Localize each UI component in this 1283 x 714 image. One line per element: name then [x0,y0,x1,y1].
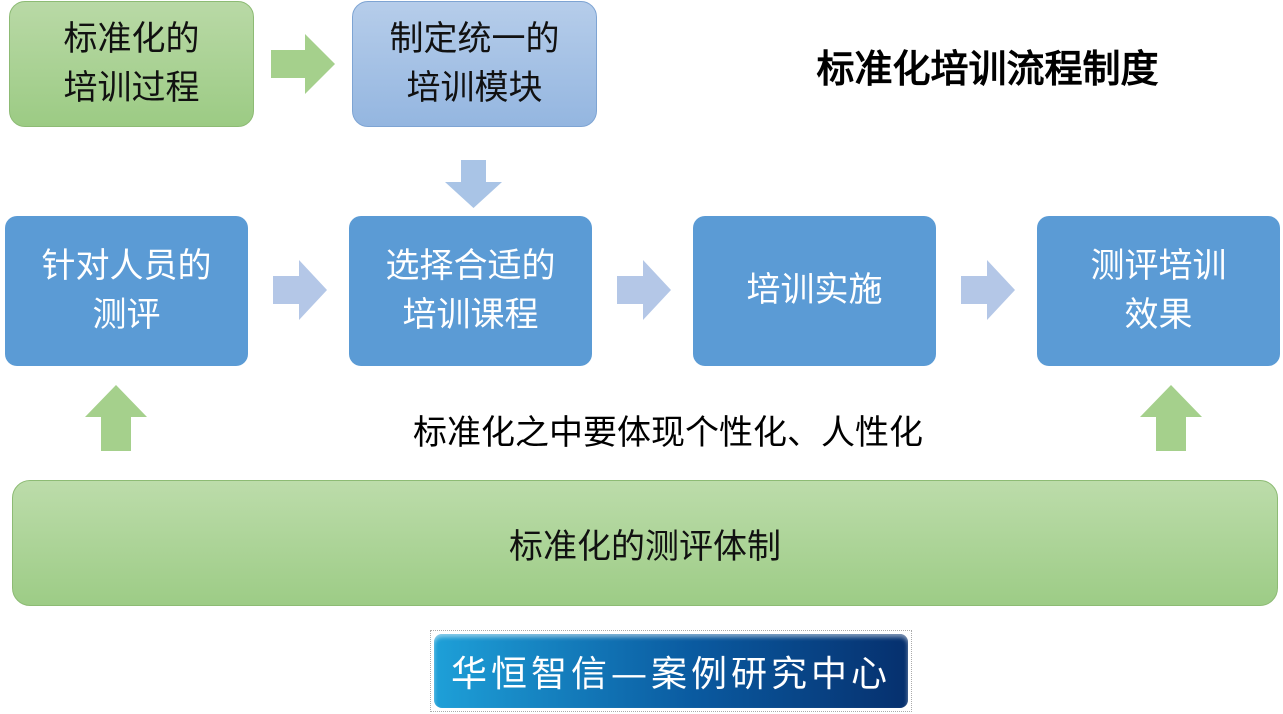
arrow-up-icon [85,385,147,451]
personnel-assessment-box: 针对人员的 测评 [5,216,248,366]
arrow-up-icon [1140,385,1202,451]
personalization-note: 标准化之中要体现个性化、人性化 [413,413,923,453]
arrow-right-icon [961,260,1015,320]
arrow-right-icon [617,260,671,320]
standardized-assessment-system-bar: 标准化的测评体制 [12,480,1278,606]
arrow-right-icon [271,34,335,94]
standardized-training-process-box: 标准化的 培训过程 [9,1,254,127]
bar-label: 标准化的测评体制 [509,526,781,567]
logo-banner: 华恒智信—案例研究中心 [430,630,912,712]
unified-training-module-box: 制定统一的 培训模块 [352,1,597,127]
page-title: 标准化培训流程制度 [816,47,1159,91]
select-course-box: 选择合适的 培训课程 [349,216,592,366]
evaluate-training-effect-box: 测评培训 效果 [1037,216,1280,366]
logo-text: 华恒智信—案例研究中心 [434,634,908,708]
arrow-right-icon [273,260,327,320]
training-implementation-box: 培训实施 [693,216,936,366]
arrow-down-icon [445,160,502,208]
